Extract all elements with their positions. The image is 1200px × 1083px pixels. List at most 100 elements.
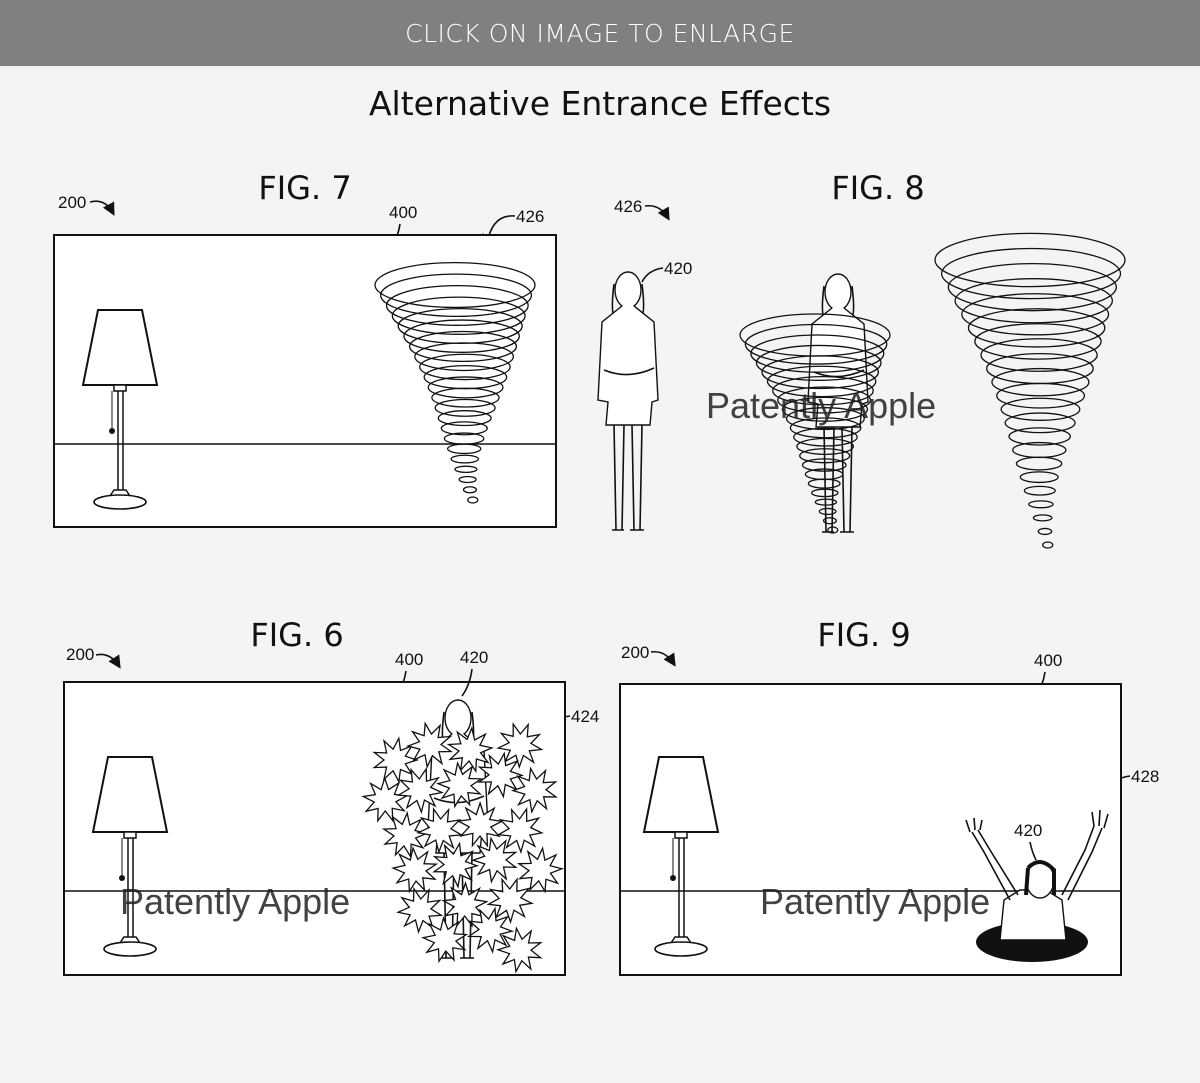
tornado-swirl (446, 443, 482, 455)
figure-6: FIG. 6 200 400 424 420 Patently Apple (63, 616, 599, 976)
star-shape (496, 722, 544, 770)
tornado-swirl (996, 382, 1086, 409)
tornado-swirl (991, 367, 1090, 397)
tornado-swirl (1000, 397, 1081, 421)
woman-emerging-from-hole-illustration (965, 809, 1109, 962)
tornado-partial-illustration (739, 313, 891, 534)
tornado-swirl (408, 330, 518, 363)
ref-426: 426 (614, 197, 642, 216)
tornado-swirl (974, 323, 1102, 360)
tornado-swirl (450, 454, 480, 464)
star-shape (496, 806, 544, 855)
tornado-swirl (947, 262, 1117, 312)
tornado-swirl (961, 293, 1110, 336)
tornado-swirl (1004, 412, 1076, 434)
watermark: Patently Apple (706, 385, 936, 426)
star-shape (396, 766, 445, 815)
star-shape (495, 926, 543, 974)
tornado-swirl (954, 278, 1114, 324)
tornado-swirl (1008, 427, 1072, 446)
watermark: Patently Apple (760, 881, 990, 922)
ref-420: 420 (1014, 821, 1042, 840)
tornado-swirl (814, 498, 838, 506)
figure-9: FIG. 9 200 400 428 420 Patently Apple (619, 616, 1159, 976)
tornado-swirl (458, 475, 477, 484)
star-shape (432, 841, 480, 889)
ref-426: 426 (516, 207, 544, 226)
star-shape (486, 877, 534, 925)
tornado-swirl (1042, 541, 1054, 549)
star-shape (466, 906, 515, 954)
tornado-swirl (940, 247, 1122, 300)
tornado-swirl (1015, 456, 1063, 471)
tornado-swirl (934, 232, 1126, 288)
tornado-swirl (785, 407, 865, 431)
tornado-swirl (801, 458, 847, 472)
ref-200: 200 (66, 645, 94, 664)
tornado-illustration (374, 261, 536, 504)
tornado-swirl (440, 421, 488, 436)
tornado-swirl (1019, 471, 1059, 484)
fig8-label: FIG. 8 (831, 169, 924, 207)
ref-400: 400 (389, 203, 417, 222)
tornado-swirl (385, 284, 529, 326)
tornado-swirl (374, 261, 536, 309)
enlarge-banner[interactable]: CLICK ON IMAGE TO ENLARGE (0, 0, 1200, 66)
tornado-swirl (777, 386, 872, 414)
ref-420: 420 (460, 648, 488, 667)
star-shape (361, 775, 409, 823)
tornado-swirl (827, 526, 839, 534)
star-shape (470, 836, 518, 884)
tornado-swirl (391, 296, 526, 335)
tornado-swirl (467, 496, 479, 504)
tornado-swirl (980, 338, 1098, 372)
tornado-swirl (454, 465, 478, 474)
ref-200: 200 (621, 643, 649, 662)
ref-200: 200 (58, 193, 86, 212)
tornado-swirl (1023, 485, 1056, 496)
tornado-swirl (755, 344, 882, 381)
star-shape (510, 766, 558, 814)
tornado-swirl (437, 410, 492, 427)
ref-400: 400 (395, 650, 423, 669)
tornado-swirl (380, 273, 533, 317)
star-shape (416, 806, 464, 855)
tornado-swirl (822, 517, 837, 525)
star-shape (477, 751, 525, 799)
tornado-swirl (419, 353, 511, 381)
tornado-swirl (789, 417, 862, 439)
tornado-swirl (772, 376, 874, 406)
star-shape (381, 810, 430, 859)
tornado-swirl (799, 448, 851, 464)
tornado-swirl (414, 342, 515, 372)
page-title: Alternative Entrance Effects (368, 84, 832, 123)
tornado-swirl (427, 376, 504, 399)
ref-420: 420 (664, 259, 692, 278)
tornado-swirl (403, 319, 520, 353)
tornado-swirl (1028, 500, 1054, 509)
ref-424: 424 (571, 707, 599, 726)
woman-illustration (597, 271, 659, 531)
tornado-swirl (431, 387, 500, 408)
tornado-swirl (818, 507, 837, 516)
tornado-swirl (434, 398, 496, 417)
tornado-swirl (766, 365, 877, 398)
tornado-illustration (934, 232, 1126, 549)
star-shape (372, 736, 420, 784)
tornado-swirl (967, 308, 1106, 348)
figure-8: FIG. 8 426 420 Patently Apple (597, 169, 1126, 549)
star-shape (435, 760, 484, 809)
tornado-swirl (462, 486, 478, 494)
tornado-swirl (1032, 514, 1053, 522)
tornado-swirl (744, 323, 888, 365)
star-shape (405, 721, 454, 769)
tornado-swirl (807, 478, 841, 489)
enlarge-banner-label: CLICK ON IMAGE TO ENLARGE (405, 18, 795, 48)
tornado-swirl (811, 488, 839, 498)
watermark: Patently Apple (120, 881, 350, 922)
tornado-swirl (796, 437, 855, 455)
ref-428: 428 (1131, 767, 1159, 786)
star-shape (441, 880, 489, 928)
fig9-label: FIG. 9 (817, 616, 910, 654)
